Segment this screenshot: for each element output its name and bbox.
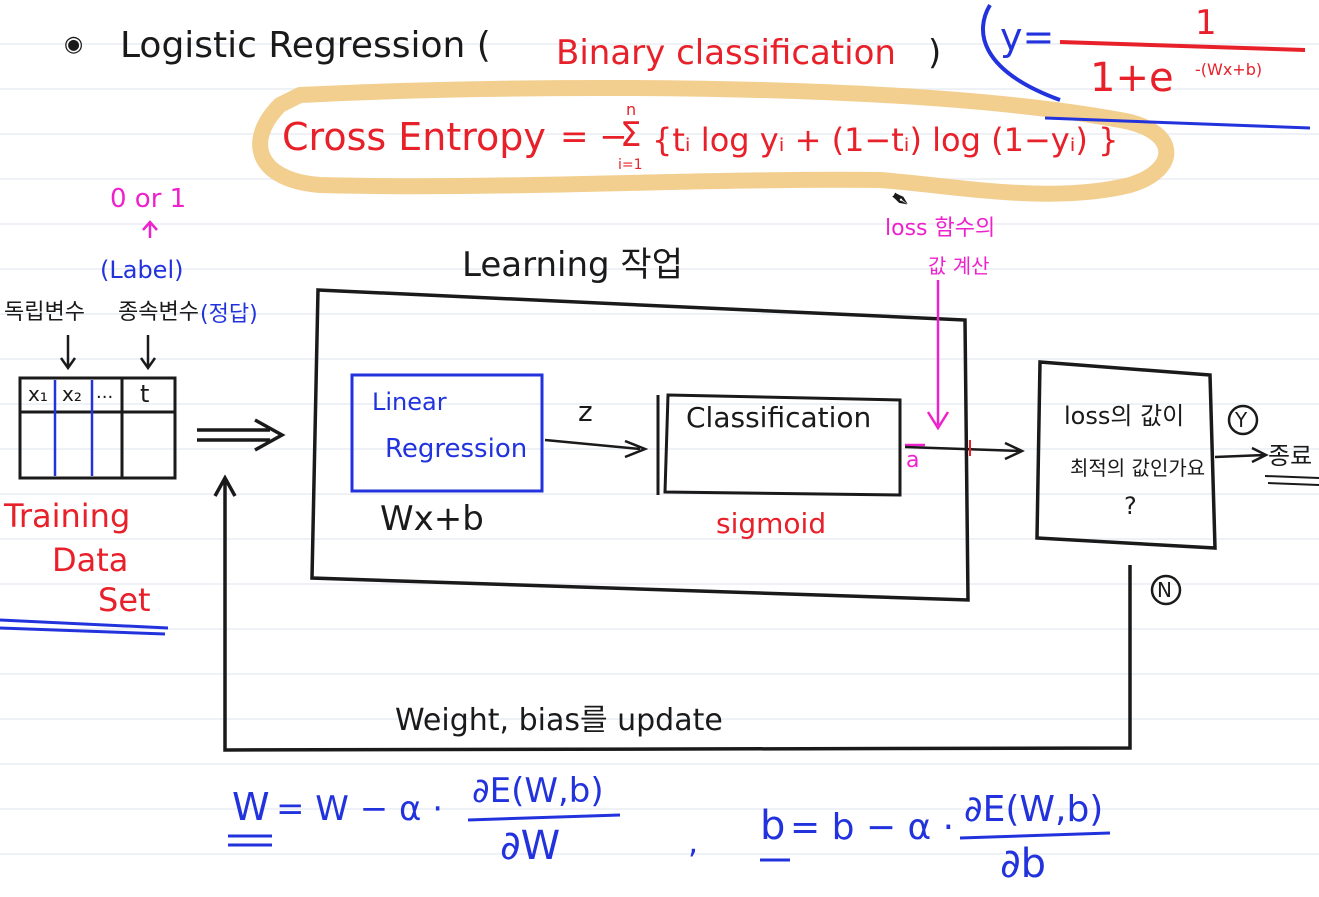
a-arrow — [904, 441, 1025, 461]
linear-box — [350, 373, 544, 493]
table-header-x1: x₁ — [28, 382, 48, 406]
loss-note-line2: 값 계산 — [928, 254, 990, 278]
linear-expr: Wx+b — [380, 499, 484, 539]
cross-entropy-highlight — [252, 79, 1175, 202]
formula-separator: , — [688, 823, 699, 861]
sigmoid-underline — [1044, 116, 1311, 130]
data-table — [18, 376, 177, 480]
learning-label: Learning 작업 — [462, 245, 683, 285]
table-header-dots: ... — [96, 382, 114, 403]
b-update-lhs: b — [760, 803, 786, 849]
title-bullet-icon: ◉ — [64, 32, 84, 57]
loss-check-1: loss의 값이 — [1064, 402, 1185, 430]
up-arrow — [142, 220, 158, 238]
z-arrow — [544, 438, 649, 459]
title-close-paren: ) — [928, 33, 942, 73]
down-arrow-x — [59, 335, 77, 371]
end-underline — [1264, 475, 1319, 486]
down-arrow-t — [139, 335, 157, 371]
label-text: (Label) — [100, 256, 184, 284]
sigmoid-lhs: y= — [1000, 15, 1055, 59]
output-a-label: a — [906, 448, 920, 473]
sigmoid-denominator: 1+e — [1090, 55, 1174, 101]
training-label-1: Training — [4, 497, 131, 535]
fraction-bar — [1059, 40, 1306, 52]
yes-circle — [1227, 404, 1259, 436]
cross-entropy-label: Cross Entropy — [282, 115, 546, 159]
dependent-variable: 종속변수 — [118, 300, 199, 325]
title-sub: Binary classification — [556, 33, 896, 73]
learning-box — [310, 288, 970, 602]
loss-box — [1035, 360, 1217, 550]
b-fraction-bar — [959, 831, 1111, 840]
classification-label: Classification — [686, 401, 872, 434]
title-main: Logistic Regression ( — [120, 25, 491, 66]
feedback-loop — [213, 474, 1132, 752]
sigmoid-numerator: 1 — [1195, 3, 1217, 43]
table-header-x2: x₂ — [62, 382, 82, 406]
training-underline — [0, 618, 169, 636]
sum-symbol: Σ — [620, 115, 642, 155]
loss-check-3: ? — [1124, 492, 1137, 520]
w-update-eq: = W − α · — [276, 789, 444, 829]
answer-note: (정답) — [200, 302, 258, 327]
cross-entropy-eq: = − — [560, 117, 628, 157]
update-label: Weight, bias를 update — [395, 703, 723, 738]
sigmoid-exponent: -(Wx+b) — [1195, 60, 1263, 79]
training-label-3: Set — [98, 581, 151, 619]
w-update-lhs: W — [232, 785, 270, 829]
no-mark: N — [1157, 578, 1172, 602]
linear-label-1: Linear — [372, 388, 447, 416]
sum-top: n — [626, 100, 637, 119]
cross-entropy-body: {tᵢ log yᵢ + (1−tᵢ) log (1−yᵢ) } — [652, 121, 1119, 159]
b-update-den: ∂b — [1000, 841, 1047, 887]
w-update-num: ∂E(W,b) — [472, 771, 604, 811]
table-column-lines — [53, 380, 94, 476]
sigmoid-label: sigmoid — [716, 507, 827, 540]
sum-bottom: i=1 — [618, 157, 643, 173]
z-label: z — [578, 395, 593, 428]
b-update-num: ∂E(W,b) — [964, 789, 1104, 830]
w-underline — [228, 834, 272, 847]
loss-note-arrow — [926, 280, 950, 431]
table-header-t: t — [140, 380, 150, 408]
loss-check-2: 최적의 값인가요 — [1070, 456, 1206, 480]
end-label: 종료 — [1268, 442, 1313, 470]
no-circle — [1150, 574, 1182, 606]
yes-mark: Y — [1235, 408, 1248, 432]
sigmoid-bracket — [981, 3, 1061, 102]
label-0-or-1: 0 or 1 — [110, 184, 187, 214]
linear-label-2: Regression — [385, 434, 528, 464]
w-update-den: ∂W — [500, 823, 561, 869]
yes-arrow — [1214, 446, 1269, 464]
input-arrow — [197, 418, 286, 452]
training-label-2: Data — [52, 541, 129, 579]
loss-note-line1: loss 함수의 — [885, 216, 996, 241]
classification-box — [656, 393, 902, 497]
independent-variable: 독립변수 — [4, 300, 85, 325]
w-fraction-bar — [467, 813, 621, 822]
b-update-eq: = b − α · — [790, 807, 955, 848]
